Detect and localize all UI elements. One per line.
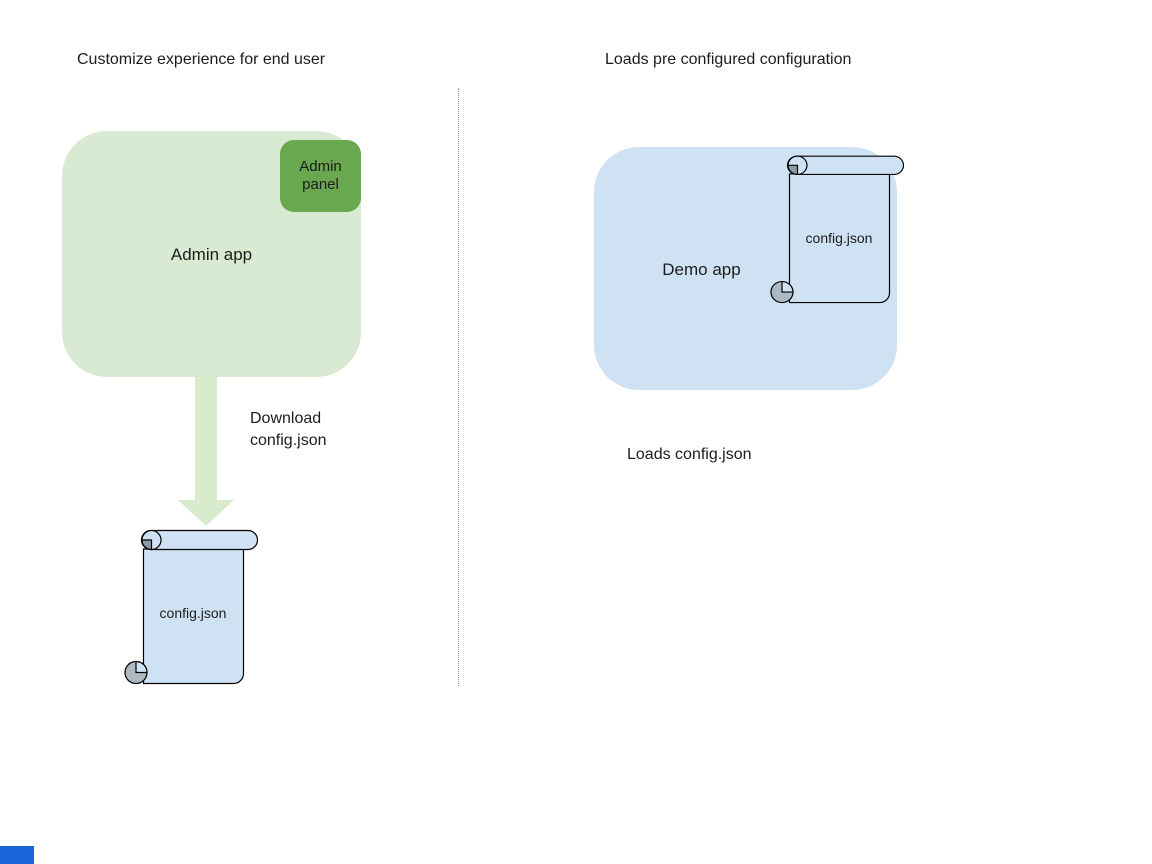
- download-arrow-shaft: [195, 377, 217, 500]
- scroll-bottom-curl-wrap: [135, 660, 148, 674]
- admin-panel-label: Admin panel: [299, 158, 342, 193]
- config-file-scroll-right: [770, 155, 905, 304]
- right-heading: Loads pre configured configuration: [605, 51, 852, 68]
- left-heading: Customize experience for end user: [77, 51, 326, 68]
- scroll-top-curl-shade: [141, 539, 153, 551]
- config-file-label-left: config.json: [159, 605, 227, 621]
- config-file-label-right: config.json: [805, 230, 873, 246]
- admin-panel-box: Admin panel: [280, 140, 361, 212]
- scroll-body: [788, 173, 891, 304]
- section-divider: [458, 88, 459, 686]
- loads-config-label: Loads config.json: [627, 446, 752, 463]
- scroll-bottom-curl-wrap: [781, 280, 794, 293]
- admin-app-label: Admin app: [170, 245, 253, 264]
- demo-app-label: Demo app: [662, 260, 741, 279]
- scroll-body: [142, 548, 245, 685]
- config-file-scroll-left: [124, 529, 259, 685]
- corner-blue-mark: [0, 846, 34, 864]
- download-arrow-head: [178, 500, 234, 526]
- download-config-label: Download config.json: [250, 410, 327, 449]
- scroll-top-curl-shade: [787, 164, 799, 175]
